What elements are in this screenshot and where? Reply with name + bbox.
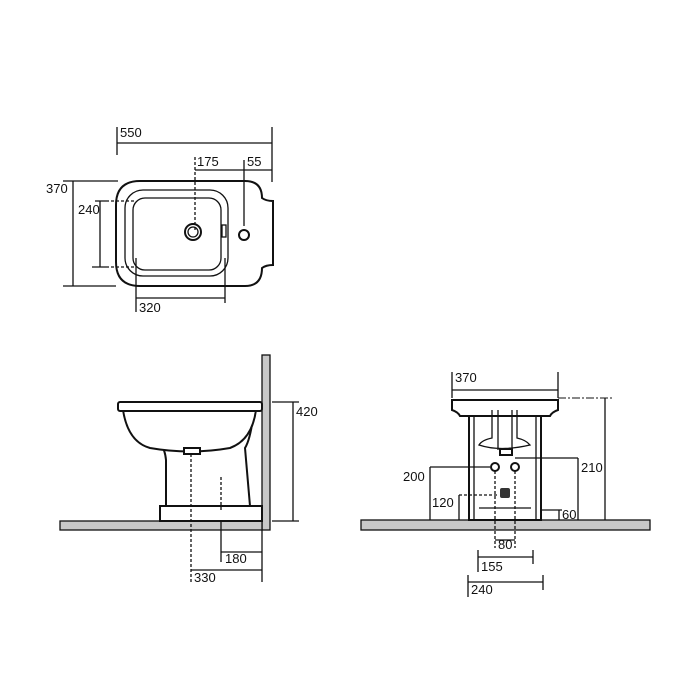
- dim-320: 320: [139, 300, 161, 315]
- base: [159, 505, 263, 522]
- drain-icon: [184, 223, 202, 241]
- top-view: 550 175 55 370 240 320: [46, 125, 274, 315]
- dim-200: 200: [403, 469, 425, 484]
- dim-210: 210: [581, 460, 603, 475]
- floor-side: [59, 520, 263, 531]
- dim-370-top: 370: [46, 181, 68, 196]
- dim-80: 80: [498, 537, 512, 552]
- wall: [261, 354, 271, 531]
- bowl: [132, 197, 222, 271]
- supply-valve-icon: [490, 462, 500, 472]
- dim-175: 175: [197, 154, 219, 169]
- dim-240-top: 240: [78, 202, 100, 217]
- tap-hole-icon: [238, 229, 250, 241]
- dim-155: 155: [481, 559, 503, 574]
- rim-front: [451, 399, 559, 417]
- rim-side: [117, 401, 263, 412]
- floor-front: [360, 519, 651, 531]
- dim-120: 120: [432, 495, 454, 510]
- dim-330: 330: [194, 570, 216, 585]
- dim-55: 55: [247, 154, 261, 169]
- dim-60: 60: [562, 507, 576, 522]
- dim-550: 550: [120, 125, 142, 140]
- side-view: 420 180 330: [59, 354, 318, 585]
- dim-420-side: 420: [296, 404, 318, 419]
- waste-icon: [500, 488, 510, 498]
- dim-180: 180: [225, 551, 247, 566]
- dim-370-front: 370: [455, 370, 477, 385]
- overflow-icon: [221, 224, 227, 238]
- front-body: [468, 402, 542, 521]
- rim-inner: [124, 189, 229, 277]
- supply-valve-icon: [510, 462, 520, 472]
- dim-240-front: 240: [471, 582, 493, 597]
- bowl-side: [121, 409, 258, 453]
- front-view: 370 210 200 120 60 80 155 240: [360, 370, 651, 597]
